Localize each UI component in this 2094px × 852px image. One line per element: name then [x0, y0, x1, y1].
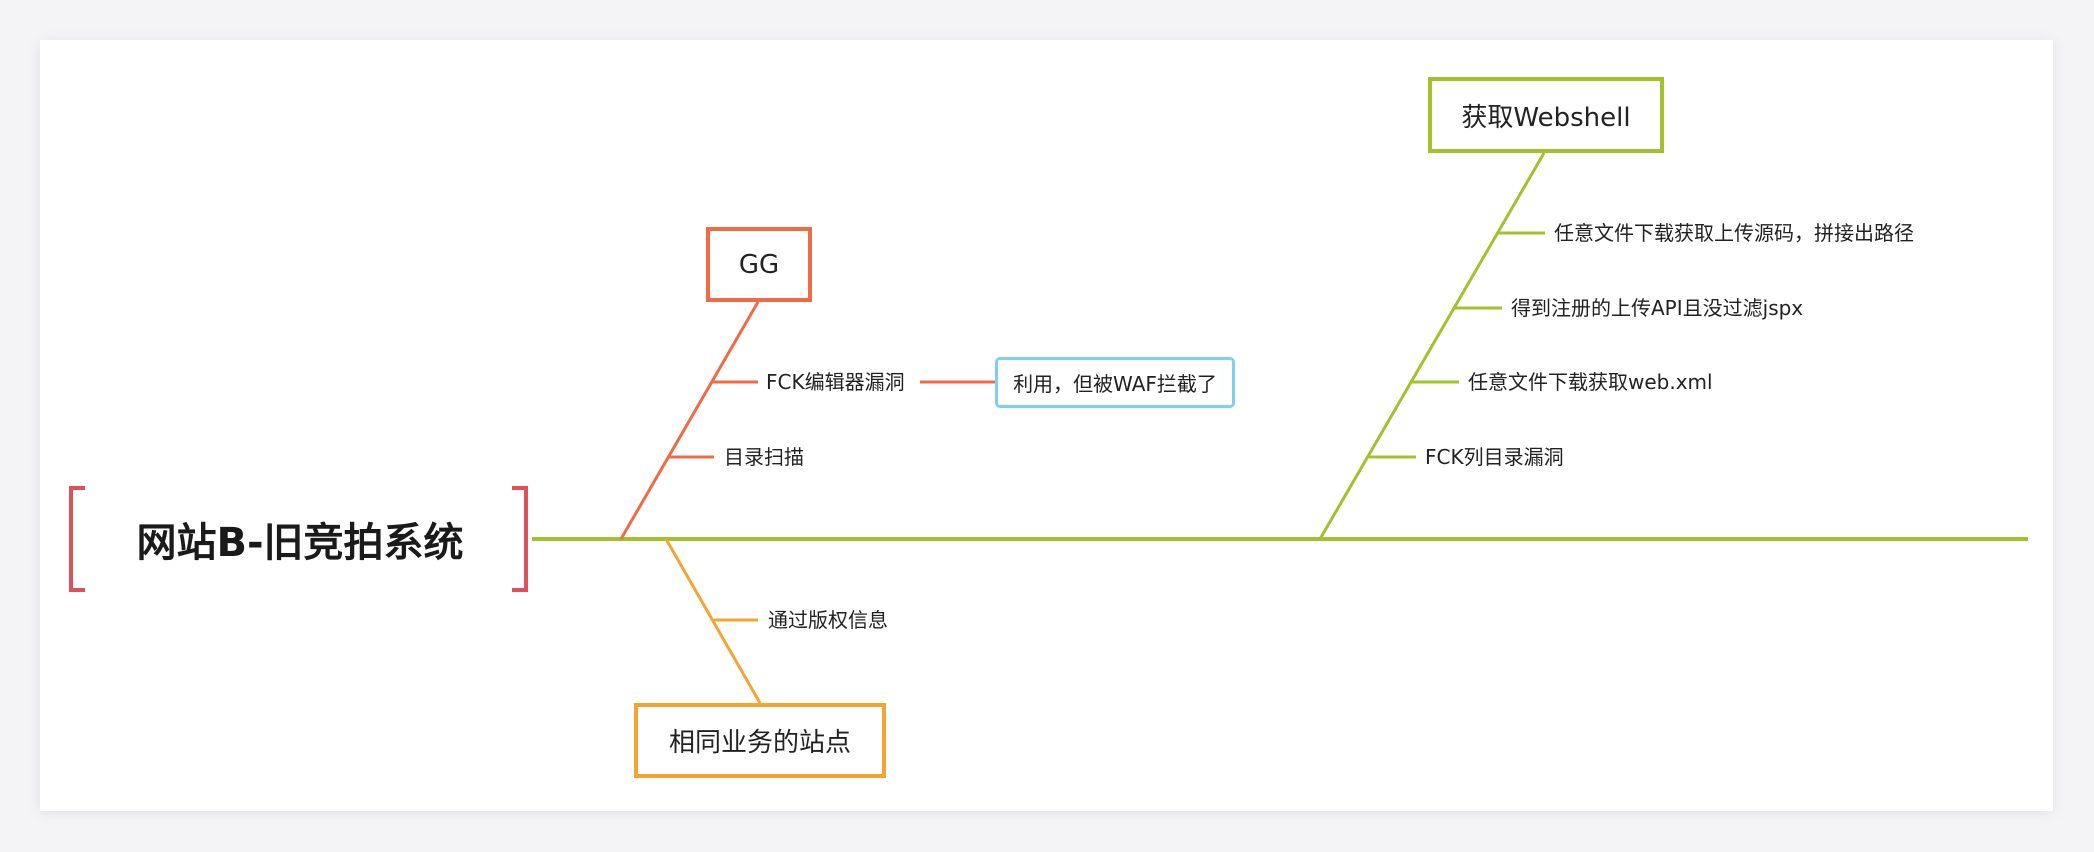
root-bracket-left — [69, 486, 85, 592]
gg-leaf-fck-editor[interactable]: FCK编辑器漏洞 — [766, 370, 905, 394]
root-topic[interactable]: 网站B-旧竞拍系统 — [136, 520, 464, 566]
topic-get-webshell[interactable]: 获取Webshell — [1428, 77, 1664, 153]
webshell-leaf-upload-api[interactable]: 得到注册的上传API且没过滤jspx — [1511, 296, 1804, 320]
root-bracket-right — [512, 486, 528, 592]
webshell-bone — [1318, 152, 1546, 540]
branch-gg-lines — [619, 301, 996, 540]
topic-same-business[interactable]: 相同业务的站点 — [634, 703, 886, 778]
gg-leaf-directory-scan[interactable]: 目录扫描 — [724, 445, 804, 469]
diagram-canvas — [40, 40, 2053, 811]
branch-webshell-lines — [1318, 152, 1546, 540]
topic-gg[interactable]: GG — [706, 227, 812, 302]
same-business-leaf-copyright[interactable]: 通过版权信息 — [768, 608, 888, 632]
webshell-leaf-web-xml[interactable]: 任意文件下载获取web.xml — [1468, 370, 1713, 394]
gg-bone — [619, 301, 760, 540]
webshell-leaf-fck-listing[interactable]: FCK列目录漏洞 — [1425, 445, 1564, 469]
same-business-bone — [664, 538, 762, 704]
branch-same-business-lines — [664, 538, 762, 704]
subtopic-waf-blocked[interactable]: 利用，但被WAF拦截了 — [995, 357, 1235, 408]
webshell-leaf-upload-source[interactable]: 任意文件下载获取上传源码，拼接出路径 — [1554, 221, 1914, 245]
